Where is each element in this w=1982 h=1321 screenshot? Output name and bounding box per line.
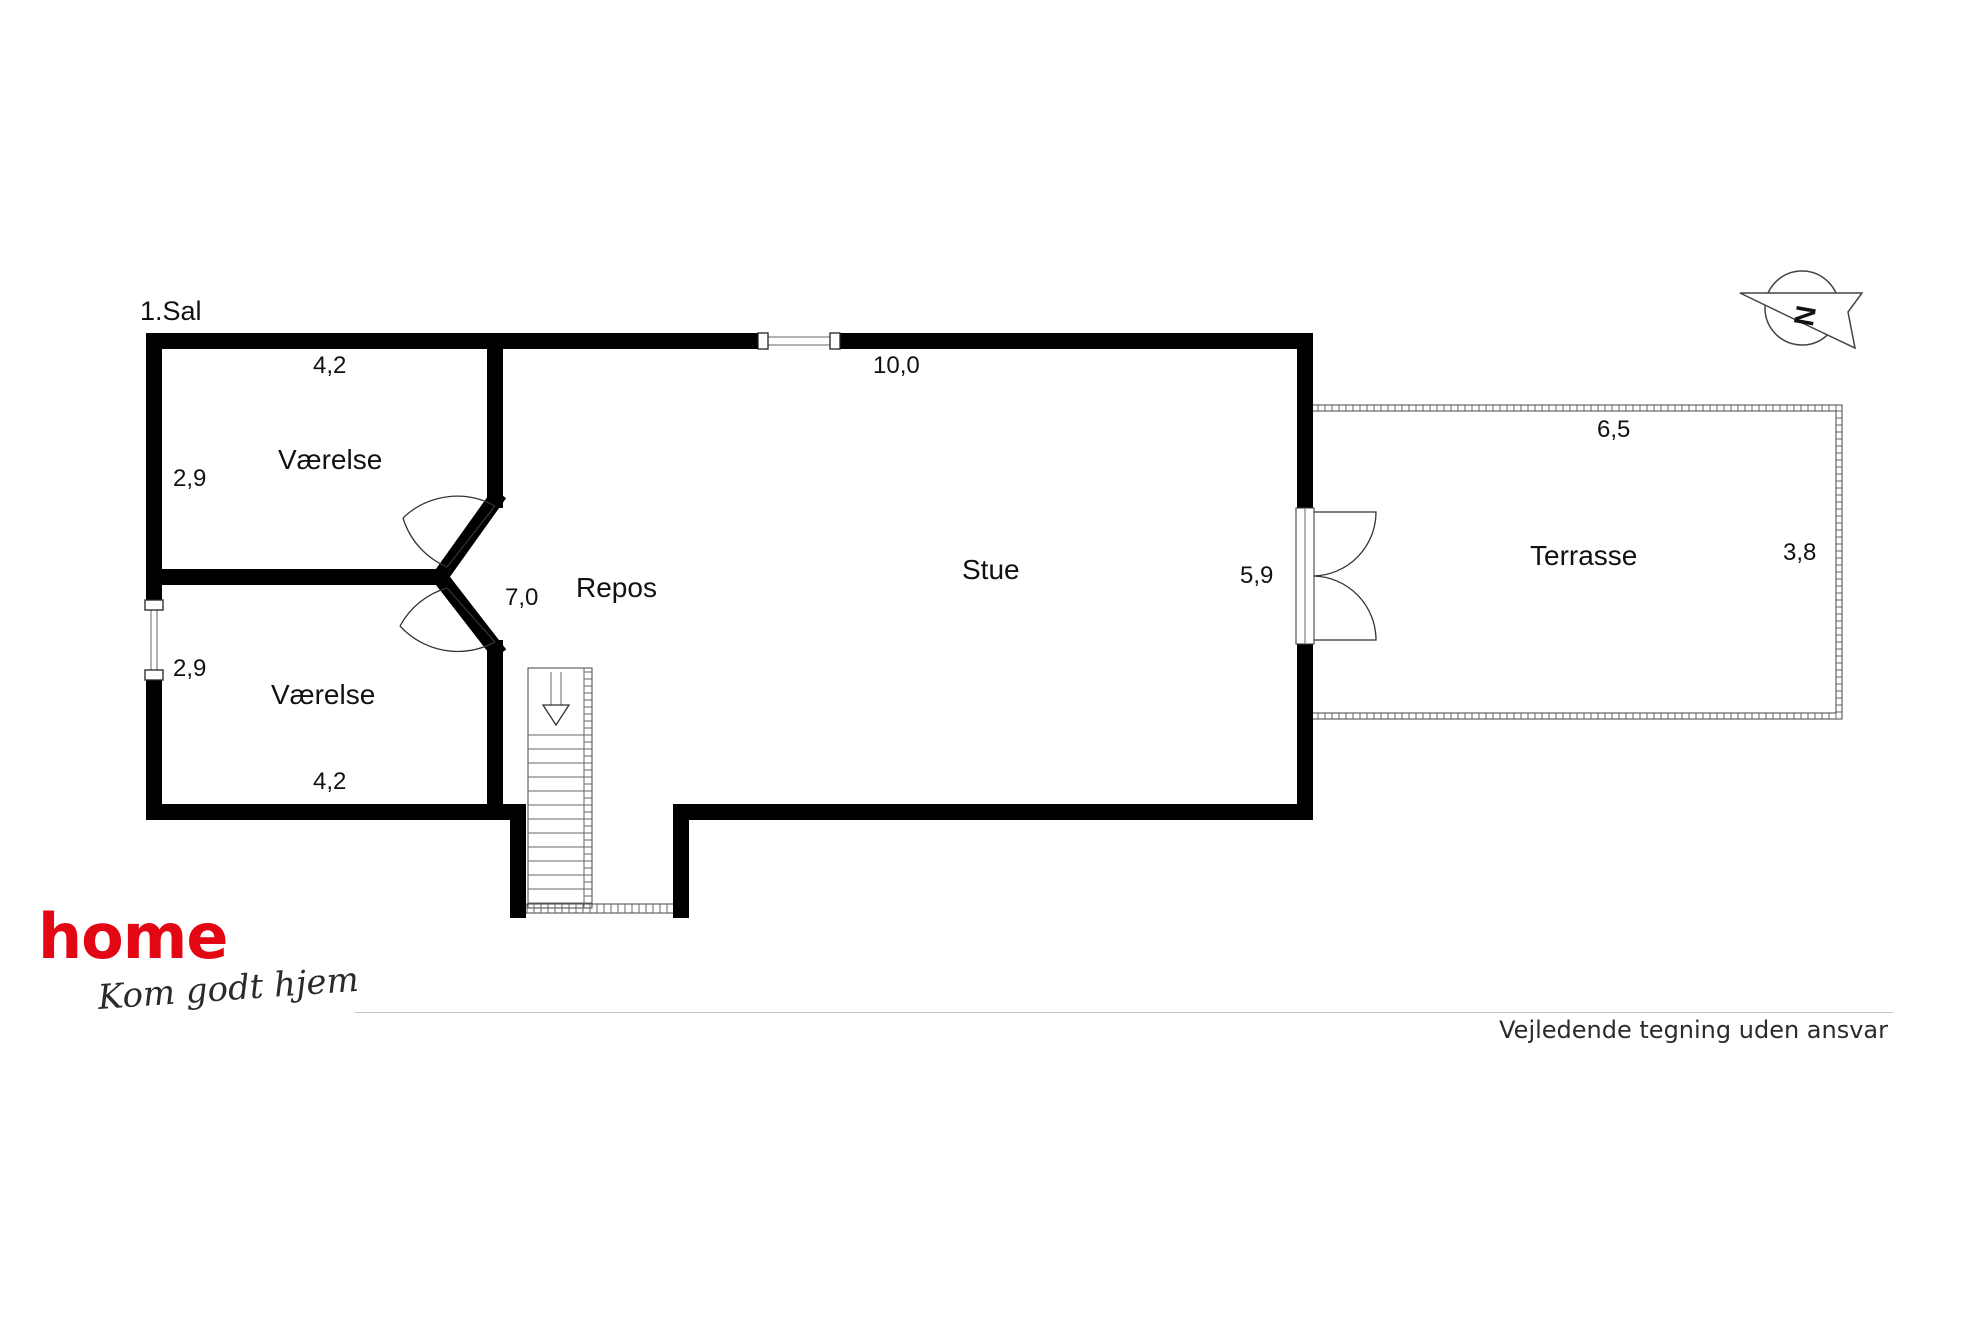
walls [146, 333, 1313, 918]
stair-arrow-icon [541, 704, 571, 727]
brand-logo: home [38, 900, 228, 973]
dim-vaerelse-bottom-depth: 2,9 [173, 655, 206, 682]
room-label-vaerelse-top: Værelse [278, 444, 382, 475]
compass-icon: N [1739, 270, 1864, 350]
room-label-vaerelse-bottom: Værelse [271, 679, 375, 710]
staircase [522, 667, 684, 914]
dim-terrasse-width: 6,5 [1597, 416, 1630, 443]
terrace-door [1295, 507, 1377, 645]
window-top [757, 332, 841, 350]
dim-stue-width: 10,0 [873, 352, 920, 379]
dim-vaerelse-top-depth: 2,9 [173, 465, 206, 492]
window-left [144, 599, 164, 681]
room-label-terrasse: Terrasse [1530, 540, 1637, 571]
terrace-railing [1311, 404, 1843, 720]
dim-vaerelse-top-width: 4,2 [313, 352, 346, 379]
floor-label: 1.Sal [140, 296, 202, 326]
dim-stue-depth: 5,9 [1240, 562, 1273, 589]
room-label-repos: Repos [576, 572, 657, 603]
disclaimer-text: Vejledende tegning uden ansvar [1499, 1016, 1888, 1044]
room-label-stue: Stue [962, 554, 1020, 585]
bedroom-doors [399, 488, 507, 660]
dim-vaerelse-bottom-width: 4,2 [313, 768, 346, 795]
dim-repos-depth: 7,0 [505, 584, 538, 611]
footer-divider [355, 1012, 1893, 1013]
dim-terrasse-depth: 3,8 [1783, 539, 1816, 566]
